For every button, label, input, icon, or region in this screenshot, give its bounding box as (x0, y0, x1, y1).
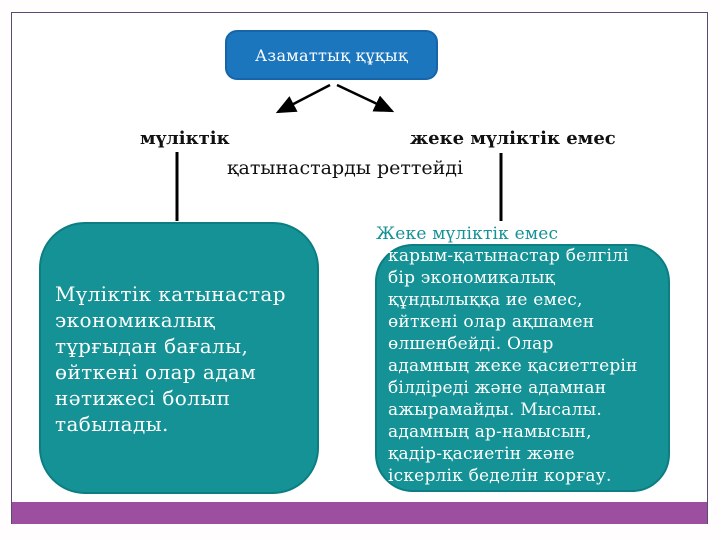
right-description-box (375, 244, 670, 492)
branch-label-property: мүліктік (140, 128, 230, 149)
root-node-label: Азаматтық құқық (255, 45, 408, 65)
text-line: ажырамайды. Мысалы. (388, 400, 602, 420)
text-line: экономикалық (55, 308, 215, 332)
text-line: өлшенбейді. Олар (388, 334, 554, 354)
text-line: бір экономикалық (388, 268, 556, 288)
text-line: іскерлік беделін корғау. (388, 466, 612, 486)
text-line: өйткені олар ақшамен (388, 312, 595, 332)
text-line: Мүліктік катынастар (55, 282, 286, 306)
text-line: адамның ар-намысын, (388, 422, 592, 442)
left-box-text: Мүліктік катынастар экономикалық тұрғыда… (55, 281, 286, 437)
text-line: білдіреді және адамнан (388, 378, 607, 398)
root-node-civil-law: Азаматтық құқық (225, 30, 438, 80)
text-line: адамның жеке қасиеттерін (388, 356, 638, 376)
left-description-box (39, 222, 319, 494)
text-line: тұрғыдан бағалы, (55, 334, 249, 358)
text-line: табылады. (55, 412, 169, 436)
center-caption: қатынастарды реттейді (227, 157, 464, 179)
text-line-overflow: Жеке мүліктік емес (376, 224, 559, 244)
right-box-text: Жеке мүліктік емес карым-қатынастар белг… (376, 223, 638, 487)
text-line: өйткені олар адам (55, 360, 257, 384)
branch-label-non-property: жеке мүліктік емес (410, 128, 616, 149)
text-line: нәтижесі болып (55, 386, 231, 410)
bottom-accent-bar (12, 502, 707, 524)
text-line: карым-қатынастар белгілі (388, 246, 629, 266)
text-line: қадір-қасиетін және (388, 444, 575, 464)
text-line: құндылыққа ие емес, (388, 290, 583, 310)
